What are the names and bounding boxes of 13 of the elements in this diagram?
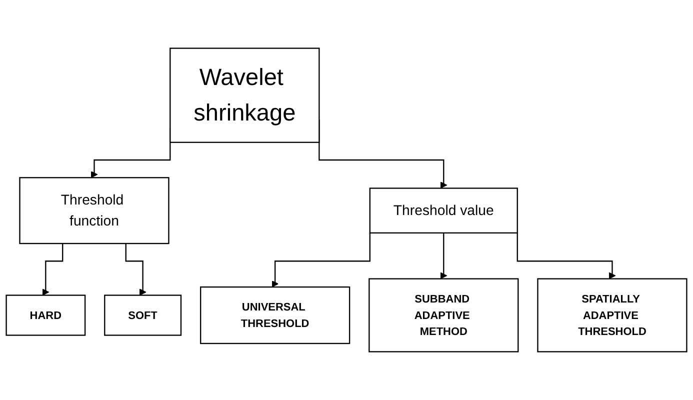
arrow (125, 244, 146, 296)
arrow (516, 232, 616, 280)
node-box: UNIVERSAL THRESHOLD (200, 286, 350, 344)
arrow (272, 232, 370, 288)
node-box: Wavelet shrinkage (170, 48, 320, 143)
node-box: HARD (6, 294, 86, 336)
node-box: Threshold value (369, 188, 518, 234)
node-box: SOFT (104, 294, 182, 336)
arrow (42, 244, 64, 296)
node-box: SPATIALLY ADAPTIVE THRESHOLD (537, 278, 688, 352)
arrow (440, 232, 448, 280)
node-box: SUBBAND ADAPTIVE METHOD (368, 278, 519, 352)
node-box: Threshold function (19, 177, 170, 244)
